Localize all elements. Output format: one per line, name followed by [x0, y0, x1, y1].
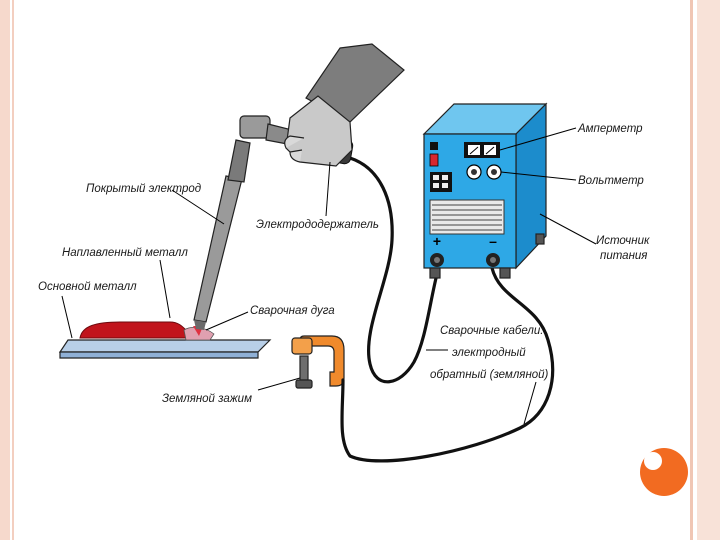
ammeter-label: Амперметр — [577, 123, 643, 135]
welding-arc-label: Сварочная дуга — [250, 305, 335, 317]
minus-terminal-label: – — [489, 233, 497, 249]
electrode-cable — [348, 156, 440, 384]
electrode-cable-label: электродный — [452, 347, 526, 359]
decorative-orange-circle-notch — [644, 452, 662, 470]
base-metal-label: Основной металл — [38, 281, 137, 293]
ammeter — [464, 142, 500, 158]
control-panel — [430, 172, 452, 192]
left-border-line — [12, 0, 14, 540]
minus-terminal — [486, 253, 500, 267]
ground-clamp-label: Земляной зажим — [162, 393, 252, 405]
coated-electrode-label: Покрытый электрод — [86, 183, 201, 195]
voltmeter-label: Вольтметр — [578, 175, 644, 187]
plus-terminal — [430, 253, 444, 267]
electrode-holder-leader — [325, 161, 331, 217]
return-cable-label: обратный (земляной) — [430, 369, 549, 381]
voltmeter-leader — [500, 171, 577, 181]
ground-clamp — [291, 335, 345, 389]
coated-electrode — [193, 139, 251, 330]
electrode-holder-label: Электрододержатель — [256, 219, 379, 231]
return-cable — [340, 266, 555, 463]
left-border-strip — [0, 0, 10, 540]
welder-glove — [284, 43, 405, 167]
power-source-leader — [539, 213, 597, 245]
plus-terminal-label: + — [433, 233, 441, 249]
coated-electrode-leader — [171, 189, 225, 225]
return-cable-leader — [523, 381, 537, 425]
welding-arc-leader — [205, 311, 249, 331]
deposited-metal-leader — [159, 259, 171, 319]
ground-clamp-leader — [257, 377, 301, 391]
power-source-label-line2: питания — [600, 250, 647, 262]
base-metal-leader — [61, 295, 73, 339]
deposited-metal-label: Наплавленный металл — [62, 247, 188, 259]
voltmeter — [466, 164, 502, 180]
welding-cables-label: Сварочные кабели: — [440, 325, 543, 337]
right-border-line — [690, 0, 693, 540]
power-source-label: Источник — [596, 235, 650, 247]
deposited-metal-bead — [79, 321, 198, 339]
right-border-strip — [697, 0, 720, 540]
ammeter-leader — [499, 127, 577, 151]
power-switch — [429, 142, 439, 167]
base-metal-plate — [58, 339, 272, 359]
ventilation-grille — [429, 199, 505, 235]
